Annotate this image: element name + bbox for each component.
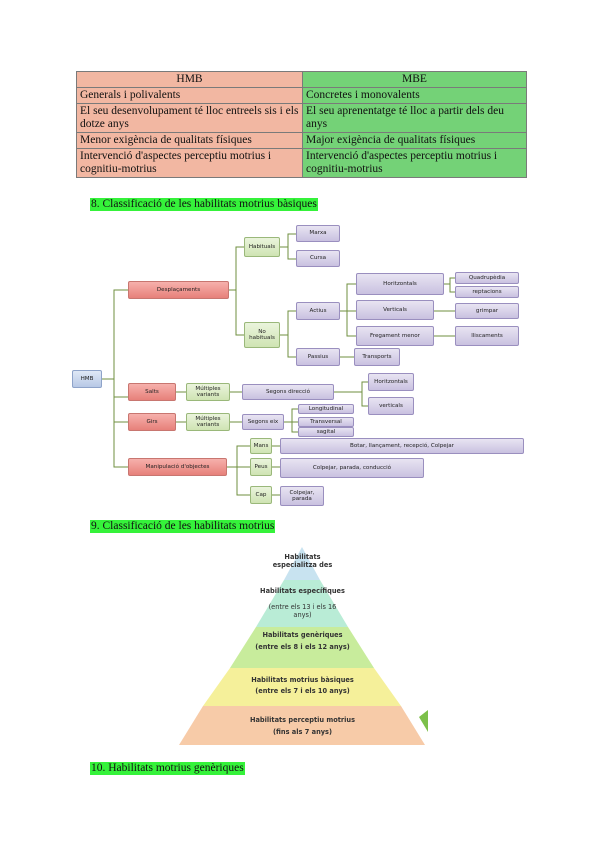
node-cap-desc: Colpejar, parada <box>280 486 324 506</box>
table-header-row: HMB MBE <box>76 71 527 88</box>
header-hmb: HMB <box>76 71 303 88</box>
pyramid-level-3 <box>230 627 374 668</box>
node-habituals: Habituals <box>244 237 280 257</box>
node-transversal: Transversal <box>298 417 354 427</box>
corner-decoration <box>419 710 428 732</box>
table-row: El seu desenvolupament té lloc entreels … <box>76 103 527 133</box>
node-sagital: sagital <box>298 427 354 437</box>
tree-connectors <box>102 233 455 496</box>
pyramid-label-1: Habilitats especialitza des <box>272 553 333 569</box>
table-cell: Concretes i monovalents <box>302 87 527 104</box>
skills-pyramid: Habilitats especialitza des Habilitats e… <box>177 542 428 747</box>
section-heading-8: 8. Classificació de les habilitats motri… <box>90 198 318 211</box>
node-actius: Actius <box>296 302 340 320</box>
node-cap: Cap <box>250 486 272 504</box>
node-salts-variants: Múltiples variants <box>186 383 230 401</box>
node-marxa: Marxa <box>296 225 340 242</box>
node-reptacions: reptacions <box>455 286 519 298</box>
pyramid-level-4 <box>203 668 401 706</box>
node-quadrupedia: Quadrupèdia <box>455 272 519 284</box>
node-mans: Mans <box>250 438 272 454</box>
node-segons-direccio: Segons direcció <box>242 384 334 400</box>
pyramid-label-5b: (fins als 7 anys) <box>272 728 332 736</box>
node-peus-desc: Colpejar, parada, conducció <box>280 458 424 478</box>
node-horitzontals: Horitzontals <box>356 273 444 295</box>
node-no-habituals: No habituals <box>244 322 280 348</box>
node-transports: Transports <box>354 348 400 366</box>
node-grimpar: grimpar <box>455 303 519 319</box>
node-salts-horitzontals: Horitzontals <box>368 373 414 391</box>
pyramid-label-4a: Habilitats motrius bàsiques <box>251 676 354 684</box>
table-cell: El seu aprenentatge té lloc a partir del… <box>302 103 527 133</box>
pyramid-level-1 <box>284 547 320 580</box>
node-salts-verticals: verticals <box>368 397 414 415</box>
node-segons-eix: Segons eix <box>242 414 284 430</box>
section-heading-10: 10. Habilitats motrius genèriques <box>90 762 245 775</box>
pyramid-label-4b: (entre els 7 i els 10 anys) <box>255 687 350 695</box>
table-cell: Generals i polivalents <box>76 87 303 104</box>
section-heading-9: 9. Classificació de les habilitats motri… <box>90 520 276 533</box>
table-row: Intervenció d'aspectes perceptiu motrius… <box>76 148 527 178</box>
header-mbe: MBE <box>302 71 527 88</box>
node-girs-variants: Múltiples variants <box>186 413 230 431</box>
classification-tree-diagram: HMB Desplaçaments Habituals Marxa Cursa … <box>72 222 527 510</box>
table-cell: Intervenció d'aspectes perceptiu motrius… <box>76 148 303 178</box>
pyramid-level-2 <box>256 580 348 627</box>
comparison-table: HMB MBE Generals i polivalents Concretes… <box>76 71 527 178</box>
node-verticals: Verticals <box>356 300 434 320</box>
node-hmb: HMB <box>72 370 102 388</box>
table-cell: El seu desenvolupament té lloc entreels … <box>76 103 303 133</box>
node-salts: Salts <box>128 383 176 401</box>
pyramid-shapes <box>179 547 428 745</box>
pyramid-label-3b: (entre els 8 i els 12 anys) <box>255 643 350 651</box>
table-cell: Intervenció d'aspectes perceptiu motrius… <box>302 148 527 178</box>
table-cell: Major exigència de qualitats físiques <box>302 132 527 149</box>
node-mans-desc: Botar, llançament, recepció, Colpejar <box>280 438 524 454</box>
node-fregament-menor: Fregament menor <box>356 326 434 346</box>
pyramid-label-5a: Habilitats perceptiu motrius <box>249 716 356 724</box>
pyramid-label-2b: (entre els 13 i els 16 anys) <box>268 603 337 619</box>
node-girs: Girs <box>128 413 176 431</box>
node-longitudinal: Longitudinal <box>298 404 354 414</box>
node-passius: Passius <box>296 348 340 366</box>
node-desplacaments: Desplaçaments <box>128 281 229 299</box>
node-peus: Peus <box>250 458 272 476</box>
node-lliscaments: lliscaments <box>455 326 519 346</box>
pyramid-label-3a: Habilitats genèriques <box>262 631 343 639</box>
pyramid-label-2a: Habilitats específiques <box>260 587 345 595</box>
table-row: Generals i polivalents Concretes i monov… <box>76 87 527 104</box>
node-manipulacio-objectes: Manipulació d'objectes <box>128 458 227 476</box>
pyramid-level-5 <box>179 706 425 745</box>
table-row: Menor exigència de qualitats físiques Ma… <box>76 132 527 149</box>
node-cursa: Cursa <box>296 250 340 267</box>
table-cell: Menor exigència de qualitats físiques <box>76 132 303 149</box>
